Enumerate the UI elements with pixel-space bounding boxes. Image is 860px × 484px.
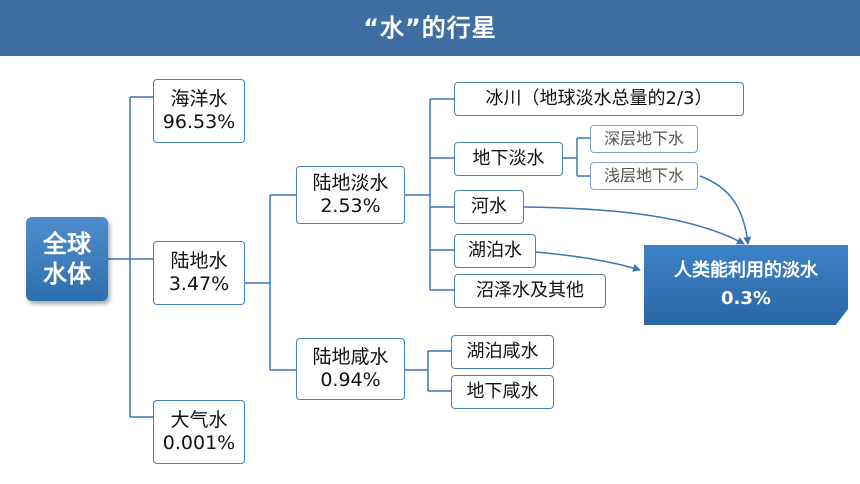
node-river-label: 河水	[471, 196, 507, 218]
node-glacier: 冰川（地球淡水总量的2/3）	[454, 82, 744, 116]
arrow-shallow	[699, 175, 752, 245]
node-salt-groundwater: 地下咸水	[451, 375, 554, 409]
node-marsh-label: 沼泽水及其他	[476, 280, 584, 302]
usable-freshwater-node: 人类能利用的淡水 0.3%	[644, 245, 848, 325]
node-land-water: 陆地水 3.47%	[153, 241, 245, 305]
arrow-lake	[535, 251, 641, 272]
usable-freshwater-label: 人类能利用的淡水	[674, 260, 818, 282]
node-land-freshwater: 陆地淡水 2.53%	[296, 166, 405, 224]
node-shallow-label: 浅层地下水	[603, 166, 684, 186]
node-salt-lake: 湖泊咸水	[451, 335, 554, 369]
node-fresh-percent: 2.53%	[320, 195, 381, 217]
root-line1: 全球	[43, 230, 91, 258]
title-bar: “水”的行星	[0, 0, 860, 56]
root-line2: 水体	[43, 260, 91, 288]
node-land-name: 陆地水	[170, 250, 228, 273]
node-ocean-percent: 96.53%	[162, 111, 236, 133]
node-salt-ground-label: 地下咸水	[466, 381, 539, 403]
node-atmospheric-water: 大气水 0.001%	[153, 400, 245, 464]
usable-freshwater-percent: 0.3%	[721, 288, 771, 309]
node-deep-label: 深层地下水	[603, 129, 684, 149]
arrow-river	[523, 206, 745, 245]
node-salt-name: 陆地咸水	[312, 346, 389, 369]
node-lake-water: 湖泊水	[454, 234, 536, 268]
node-lake-label: 湖泊水	[468, 240, 522, 262]
node-salt-percent: 0.94%	[320, 369, 381, 391]
node-groundwater: 地下淡水	[454, 142, 563, 176]
node-groundwater-label: 地下淡水	[472, 148, 545, 170]
node-river-water: 河水	[454, 190, 524, 224]
node-shallow-groundwater: 浅层地下水	[590, 162, 698, 190]
node-land-saltwater: 陆地咸水 0.94%	[296, 338, 405, 400]
root-node-global-water: 全球 水体	[26, 217, 108, 301]
node-atmosphere-name: 大气水	[170, 409, 228, 432]
node-ocean-name: 海洋水	[170, 88, 228, 111]
node-ocean-water: 海洋水 96.53%	[153, 79, 245, 143]
node-land-percent: 3.47%	[168, 273, 230, 295]
node-atmosphere-percent: 0.001%	[162, 432, 236, 454]
node-deep-groundwater: 深层地下水	[590, 125, 698, 153]
page-title: “水”的行星	[363, 14, 497, 42]
node-fresh-name: 陆地淡水	[312, 172, 389, 195]
node-salt-lake-label: 湖泊咸水	[466, 341, 539, 363]
node-marsh-water: 沼泽水及其他	[454, 274, 606, 308]
node-glacier-label: 冰川（地球淡水总量的2/3）	[485, 88, 713, 110]
